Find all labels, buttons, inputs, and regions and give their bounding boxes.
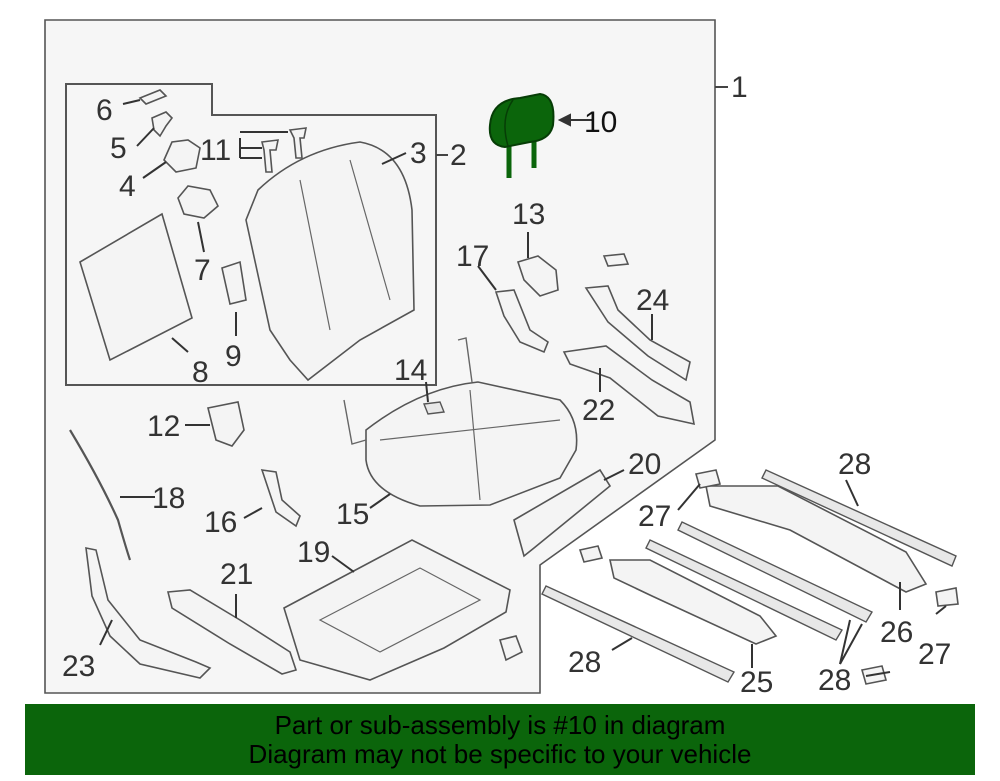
callout-25: 25 (740, 666, 773, 699)
callout-6: 6 (96, 94, 113, 127)
part-21-cover (166, 589, 298, 675)
banner-line-1: Part or sub-assembly is #10 in diagram (274, 710, 726, 740)
callout-17: 17 (456, 240, 489, 273)
part-16-trim (260, 469, 301, 528)
callout-7: 7 (194, 254, 211, 287)
callout-20: 20 (628, 448, 661, 481)
part-4-switch (163, 139, 201, 173)
callout-28c: 28 (818, 664, 851, 697)
part-28-rail-mid (677, 521, 873, 623)
part-26-track (705, 485, 928, 593)
part-17-trim (494, 289, 549, 354)
callout-24: 24 (636, 284, 669, 317)
callout-3: 3 (410, 137, 427, 170)
part-27-cap-a (694, 469, 722, 489)
part-8-back-panel (79, 212, 193, 362)
callout-12: 12 (147, 410, 180, 443)
part-28-rail-bottom (541, 585, 736, 683)
callout-8: 8 (192, 356, 209, 389)
part-3-seat-back (245, 141, 415, 382)
part-11-bolt-b (288, 127, 308, 159)
part-20-rail (513, 468, 612, 558)
leader-lines (99, 99, 947, 677)
part-18-cable (69, 429, 132, 561)
part-24-wiring (584, 285, 691, 382)
part-13-bracket (516, 255, 559, 297)
callout-23: 23 (62, 650, 95, 683)
callout-19: 19 (297, 536, 330, 569)
subassembly-frame-2 (65, 83, 437, 386)
callout-11: 11 (200, 134, 231, 167)
callout-15: 15 (336, 498, 369, 531)
part-27-cap-c (935, 587, 959, 607)
callout-27b: 27 (918, 638, 951, 671)
part-5-screw (151, 111, 174, 138)
callout-4: 4 (119, 170, 136, 203)
callout-1: 1 (731, 71, 748, 104)
part-7-cover (177, 185, 219, 219)
part-11-bolt-a (261, 139, 280, 173)
part-6-clip (138, 89, 168, 105)
part-28-rail-top (761, 469, 957, 567)
callout-21: 21 (220, 558, 253, 591)
headrest-part-10[interactable] (488, 92, 555, 178)
banner-line-2: Diagram may not be specific to your vehi… (248, 739, 752, 769)
part-25-track (609, 559, 778, 645)
callout-26: 26 (880, 616, 913, 649)
part-27-cap-b (578, 545, 604, 563)
part-14-tab (423, 401, 445, 415)
callout-16: 16 (204, 506, 237, 539)
callout-14: 14 (394, 354, 427, 387)
part-23-cover (85, 546, 212, 679)
callout-18: 18 (152, 482, 185, 515)
callout-10: 10 (584, 106, 617, 139)
callout-9: 9 (225, 340, 242, 373)
callout-28b: 28 (568, 646, 601, 679)
callout-13: 13 (512, 198, 545, 231)
callout-5: 5 (110, 132, 127, 165)
part-22-rail (562, 345, 696, 426)
part-19-seat-frame (283, 539, 511, 681)
part-15-seat-cushion (365, 381, 578, 507)
part-12-bracket (207, 401, 245, 447)
info-banner: Part or sub-assembly is #10 in diagram D… (25, 704, 975, 775)
callout-27a: 27 (638, 500, 671, 533)
part-28-rail-mid2 (645, 539, 843, 641)
callout-2: 2 (450, 139, 467, 172)
callout-22: 22 (582, 394, 615, 427)
parts-diagram: 1 2 3 4 5 6 7 8 9 10 11 12 13 14 15 16 1… (44, 19, 959, 699)
part-9-bracket (221, 260, 247, 305)
callout-28a: 28 (838, 448, 871, 481)
